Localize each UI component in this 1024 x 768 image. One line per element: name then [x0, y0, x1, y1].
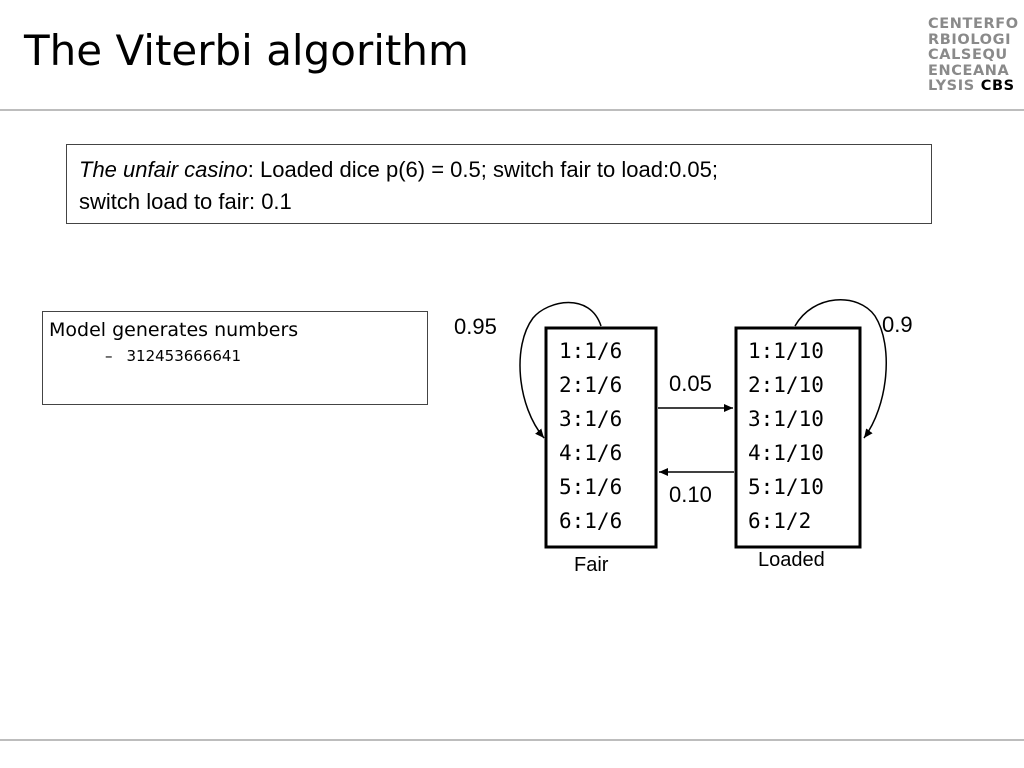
loaded-emission: 4:1/10 — [748, 441, 824, 465]
fair-emission: 1:1/6 — [559, 339, 622, 363]
loaded-self-transition-label: 0.9 — [882, 312, 913, 337]
casino-text-2: switch load to fair: 0.1 — [79, 189, 292, 214]
loaded-emission: 5:1/10 — [748, 475, 824, 499]
fair-to-loaded-label: 0.05 — [669, 371, 712, 396]
loaded-state-box — [734, 326, 862, 549]
fair-emission: 3:1/6 — [559, 407, 622, 431]
footer-divider — [0, 739, 1024, 741]
logo-line-text: LYSIS — [928, 78, 975, 95]
slide-title: The Viterbi algorithm — [24, 26, 469, 75]
cbs-logo: CENTERFO RBIOLOGI CALSEQU ENCEANA LYSIS C… — [928, 16, 1019, 95]
fair-emission: 4:1/6 — [559, 441, 622, 465]
fair-emission: 2:1/6 — [559, 373, 622, 397]
logo-line: CALSEQU — [928, 47, 1008, 64]
bullet-sequence: 312453666641 — [126, 347, 242, 365]
model-box: Model generates numbers –312453666641 — [42, 311, 428, 405]
loaded-self-loop — [794, 299, 887, 439]
fair-emission: 6:1/6 — [559, 509, 622, 533]
logo-line: CENTERFO — [928, 16, 1019, 32]
bullet-dash: – — [105, 347, 113, 365]
model-heading: Model generates numbers — [49, 319, 299, 341]
casino-text-1: : Loaded dice p(6) = 0.5; switch fair to… — [247, 157, 718, 182]
loaded-state-label: Loaded — [758, 549, 825, 571]
loaded-emission: 1:1/10 — [748, 339, 824, 363]
logo-line: RBIOLOGI — [928, 31, 1012, 48]
fair-state-label: Fair — [574, 554, 609, 576]
fair-self-loop — [519, 301, 602, 439]
loaded-to-fair-label: 0.10 — [669, 482, 712, 507]
fair-emission: 5:1/6 — [559, 475, 622, 499]
logo-mark: CBS — [980, 78, 1015, 95]
casino-line-1: The unfair casino: Loaded dice p(6) = 0.… — [79, 154, 919, 186]
header-divider — [0, 109, 1024, 111]
casino-description-box: The unfair casino: Loaded dice p(6) = 0.… — [66, 144, 932, 224]
logo-line: ENCEANA — [928, 62, 1010, 79]
casino-italic-lead: The unfair casino — [79, 157, 248, 182]
model-bullet: –312453666641 — [49, 345, 421, 367]
loaded-emission: 2:1/10 — [748, 373, 824, 397]
loaded-emission: 3:1/10 — [748, 407, 824, 431]
fair-self-transition-label: 0.95 — [454, 314, 497, 339]
loaded-emission: 6:1/2 — [748, 509, 811, 533]
fair-state-box — [544, 326, 658, 549]
logo-line-last: LYSIS CBS — [928, 79, 1019, 95]
